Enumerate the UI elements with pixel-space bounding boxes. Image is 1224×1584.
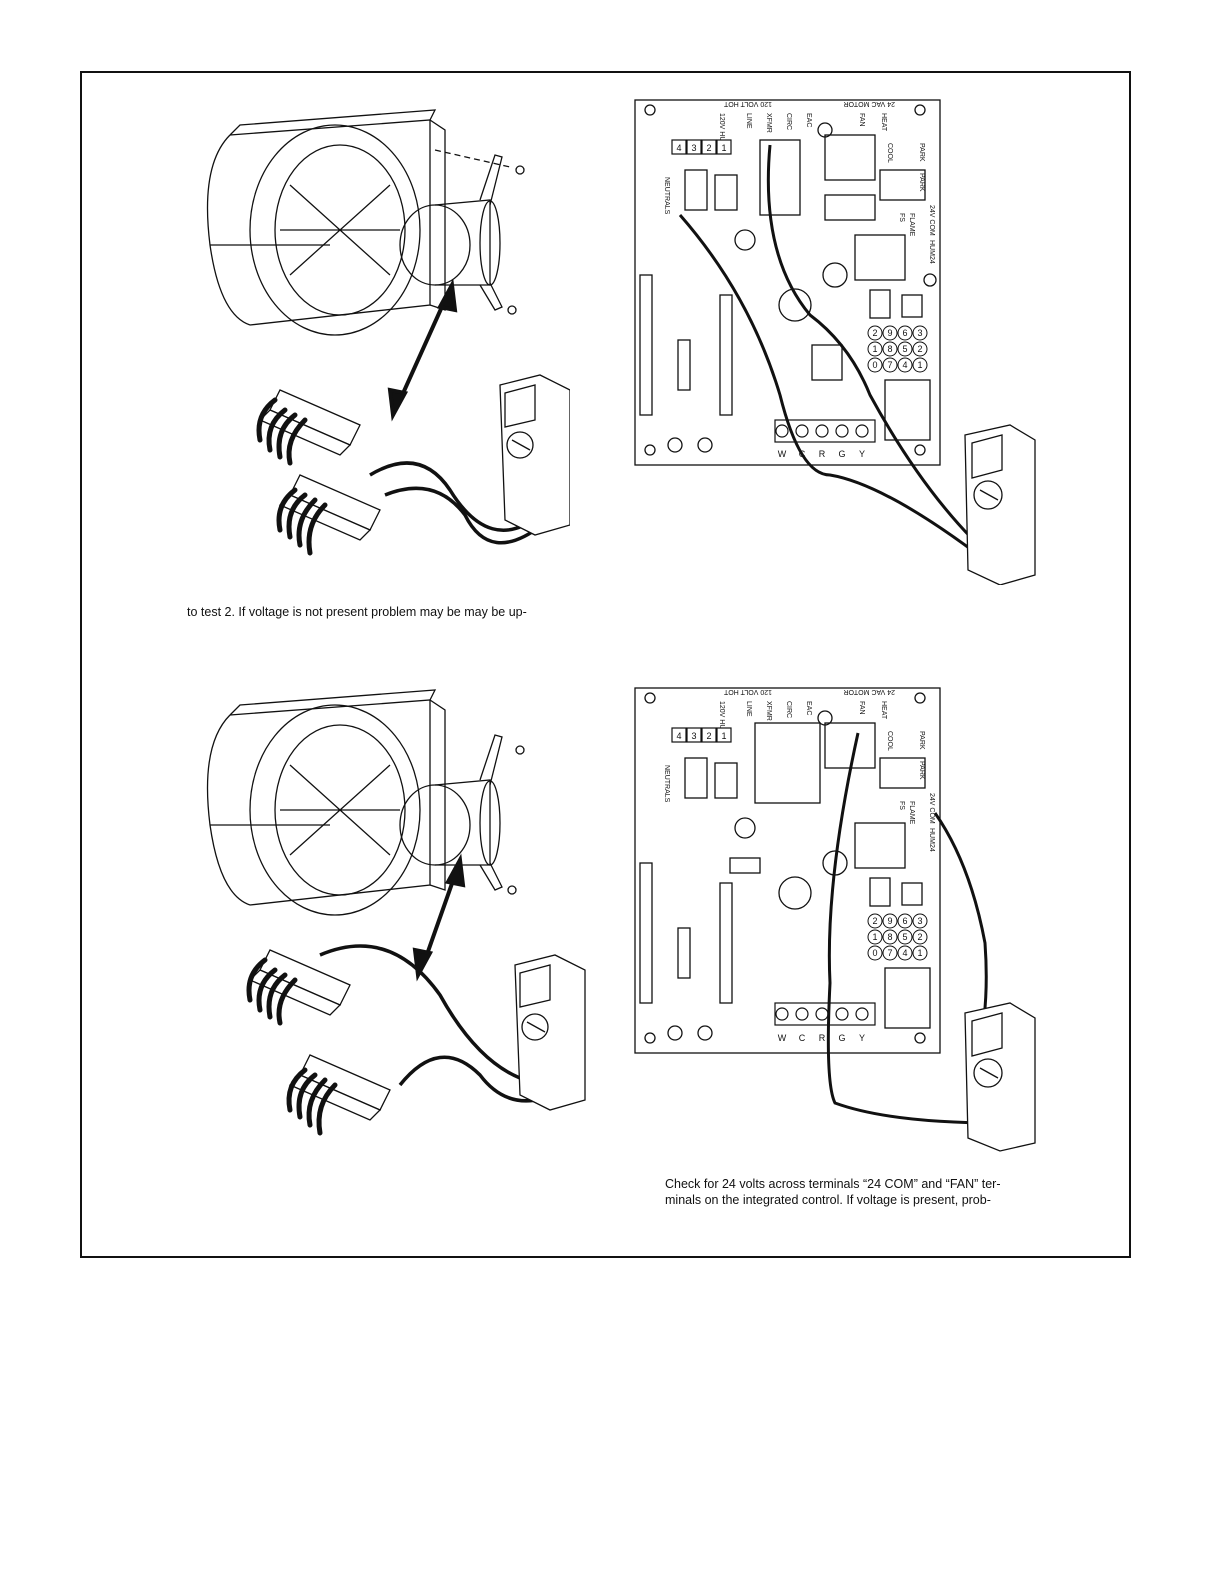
key-9: 0 <box>872 360 877 370</box>
terminal-w-b: W <box>778 1033 787 1043</box>
key-4: 3 <box>917 328 922 338</box>
key-12-b: 1 <box>917 948 922 958</box>
key-3: 6 <box>902 328 907 338</box>
key-6-b: 8 <box>887 932 892 942</box>
pin-2: 2 <box>706 143 711 153</box>
label-xfmr-b: XFMR <box>765 701 772 721</box>
key-2: 9 <box>887 328 892 338</box>
blower-assembly-bottom <box>206 689 586 1136</box>
label-line-b: LINE <box>745 701 752 717</box>
key-11-b: 4 <box>902 948 907 958</box>
key-9-b: 0 <box>872 948 877 958</box>
label-hum: 120V HUM <box>718 113 725 147</box>
figure-frame <box>80 71 1131 1258</box>
key-4-b: 3 <box>917 916 922 926</box>
label-heat: HEAT <box>880 113 887 132</box>
label-flame-b: FLAME <box>908 801 915 825</box>
header-motor: 24 VAC MOTOR <box>844 100 895 107</box>
pin-3-b: 3 <box>691 731 696 741</box>
terminal-y: Y <box>859 449 865 459</box>
terminal-c-b: C <box>799 1033 806 1043</box>
label-circ-b: CIRC <box>785 701 792 718</box>
blower-assembly-top <box>206 109 570 556</box>
label-circ: CIRC <box>785 113 792 130</box>
header-motor-b: 24 VAC MOTOR <box>844 688 895 695</box>
label-fs-b: FS <box>898 801 905 810</box>
key-8-b: 2 <box>917 932 922 942</box>
pin-4: 4 <box>676 143 681 153</box>
label-neutrals: NEUTRALS <box>663 177 670 215</box>
header-hot: 120 VOLT HOT <box>723 100 772 107</box>
key-10-b: 7 <box>887 948 892 958</box>
label-eac-b: EAC <box>805 701 812 715</box>
label-24vcom-b: 24V COM <box>928 793 935 824</box>
label-24vcom: 24V COM <box>928 205 935 236</box>
label-cool: COOL <box>886 143 893 163</box>
control-board-top: 24 VAC MOTOR 120 VOLT HOT 120V HUM LINE … <box>634 99 1036 585</box>
key-11: 4 <box>902 360 907 370</box>
key-6: 8 <box>887 344 892 354</box>
terminal-w: W <box>778 449 787 459</box>
label-cool-b: COOL <box>886 731 893 751</box>
label-neutrals-b: NEUTRALS <box>663 765 670 803</box>
key-12: 1 <box>917 360 922 370</box>
key-7: 5 <box>902 344 907 354</box>
terminal-g: G <box>838 449 845 459</box>
label-park1-b: PARK <box>918 731 925 750</box>
pin-4-b: 4 <box>676 731 681 741</box>
terminal-r-b: R <box>819 1033 826 1043</box>
terminal-g-b: G <box>838 1033 845 1043</box>
label-xfmr: XFMR <box>765 113 772 133</box>
caption-top: to test 2. If voltage is not present pro… <box>187 605 527 619</box>
label-park2-b: PARK <box>918 761 925 780</box>
key-1: 2 <box>872 328 877 338</box>
key-7-b: 5 <box>902 932 907 942</box>
label-fan: FAN <box>858 113 865 127</box>
key-5-b: 1 <box>872 932 877 942</box>
control-board-bottom: 24 VAC MOTOR 120 VOLT HOT 120V HUM LINE … <box>634 687 1036 1152</box>
terminal-y-b: Y <box>859 1033 865 1043</box>
header-hot-b: 120 VOLT HOT <box>723 688 772 695</box>
key-8: 2 <box>917 344 922 354</box>
label-line: LINE <box>745 113 752 129</box>
key-10: 7 <box>887 360 892 370</box>
label-eac: EAC <box>805 113 812 127</box>
pin-3: 3 <box>691 143 696 153</box>
key-1-b: 2 <box>872 916 877 926</box>
pin-1-b: 1 <box>721 731 726 741</box>
label-flame: FLAME <box>908 213 915 237</box>
label-park2: PARK <box>918 173 925 192</box>
label-fan-b: FAN <box>858 701 865 715</box>
label-fs: FS <box>898 213 905 222</box>
pin-2-b: 2 <box>706 731 711 741</box>
key-5: 1 <box>872 344 877 354</box>
caption-bottom-line2: minals on the integrated control. If vol… <box>665 1193 991 1207</box>
key-2-b: 9 <box>887 916 892 926</box>
label-hum24-b: HUM24 <box>928 828 935 852</box>
label-heat-b: HEAT <box>880 701 887 720</box>
label-hum-b: 120V HUM <box>718 701 725 735</box>
caption-bottom-line1: Check for 24 volts across terminals “24 … <box>665 1177 1001 1191</box>
pin-1: 1 <box>721 143 726 153</box>
label-park1: PARK <box>918 143 925 162</box>
label-hum24: HUM24 <box>928 240 935 264</box>
key-3-b: 6 <box>902 916 907 926</box>
terminal-r: R <box>819 449 826 459</box>
